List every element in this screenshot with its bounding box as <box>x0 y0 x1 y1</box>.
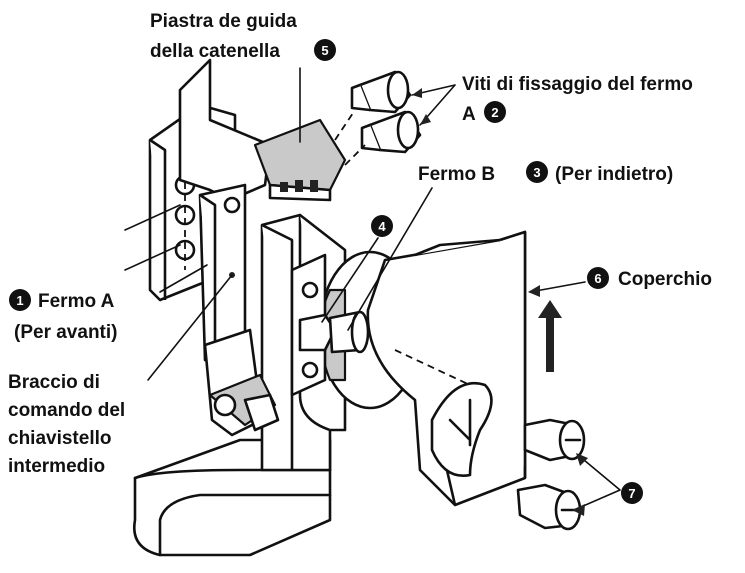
leader-lines <box>124 67 621 516</box>
chain-guide-plate <box>178 58 347 202</box>
guide-plate-label-line2: della catenella <box>150 41 280 62</box>
lever-label-line1: Braccio di <box>8 372 100 393</box>
lever-arm <box>203 328 280 437</box>
svg-text:7: 7 <box>628 486 635 501</box>
stopper-a-label: Fermo A <box>38 291 115 312</box>
stopper-b-plate <box>290 253 370 397</box>
badge-4: 4 <box>371 215 393 237</box>
badge-2: 2 <box>484 101 506 123</box>
svg-text:5: 5 <box>321 43 328 58</box>
badge-6: 6 <box>587 267 609 289</box>
lever-label-line4: intermedio <box>8 456 105 477</box>
badge-1: 1 <box>9 289 31 311</box>
cover-label: Coperchio <box>618 269 712 290</box>
badge-5: 5 <box>314 39 336 61</box>
cover <box>366 230 527 507</box>
svg-text:1: 1 <box>16 293 23 308</box>
svg-text:3: 3 <box>533 165 540 180</box>
screws-label-line2: A <box>462 104 476 125</box>
fixing-screws-bottom <box>516 418 586 531</box>
stopper-a <box>198 183 247 362</box>
stopper-b-note: (Per indietro) <box>555 164 673 185</box>
lever-label-line3: chiavistello <box>8 428 112 449</box>
screws-label-line1: Viti di fissaggio del fermo <box>462 74 693 95</box>
badge-3: 3 <box>526 161 548 183</box>
fixing-screws-top <box>334 70 422 166</box>
up-arrow-icon <box>538 300 562 372</box>
badge-7: 7 <box>621 482 643 504</box>
svg-text:4: 4 <box>378 219 386 234</box>
svg-text:6: 6 <box>594 271 601 286</box>
stopper-b-label: Fermo B <box>418 164 495 185</box>
guide-plate-label-line1: Piastra de guida <box>150 11 297 32</box>
lever-label-line2: comando del <box>8 400 125 421</box>
stopper-a-note: (Per avanti) <box>14 322 117 343</box>
svg-text:2: 2 <box>491 105 498 120</box>
